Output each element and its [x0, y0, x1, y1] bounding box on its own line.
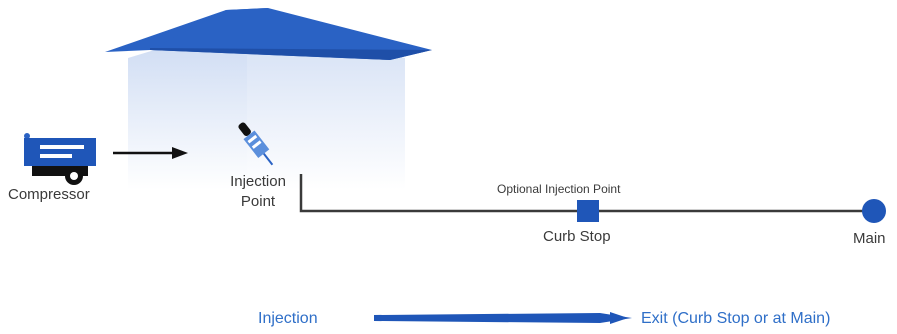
injection-point-label: Injection Point	[216, 172, 300, 212]
house-roof-right	[150, 8, 432, 60]
house-front-wall	[247, 22, 405, 190]
flow-arrow	[374, 312, 632, 324]
injection-point-label-line1: Injection	[230, 173, 286, 190]
main-label: Main	[853, 230, 886, 247]
flow-start-label: Injection	[258, 310, 318, 327]
main-marker	[862, 199, 886, 223]
service-line	[299, 174, 875, 213]
injector-icon	[238, 122, 274, 166]
injection-point-label-line2: Point	[240, 193, 276, 210]
optional-injection-point-label: Optional Injection Point	[497, 182, 621, 196]
house-side-wall	[128, 22, 247, 190]
curb-stop-label: Curb Stop	[543, 228, 611, 245]
flow-end-label: Exit (Curb Stop or at Main)	[641, 310, 831, 327]
house	[105, 8, 432, 190]
compressor-label: Compressor	[8, 186, 90, 203]
house-roof-front	[150, 48, 432, 60]
compressor-icon	[24, 133, 96, 185]
curb-stop-marker	[577, 200, 599, 222]
compressor-arrow	[113, 147, 188, 159]
